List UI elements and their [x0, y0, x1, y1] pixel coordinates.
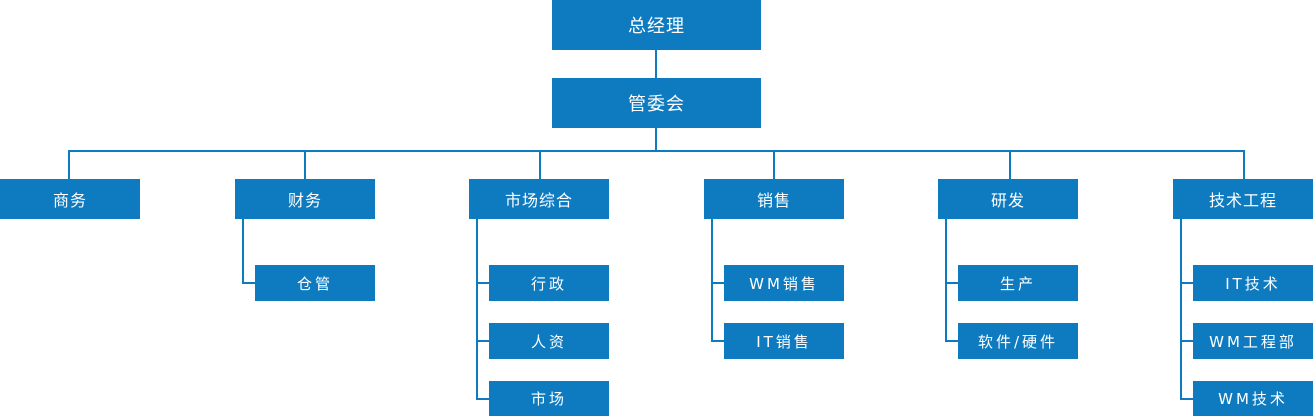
node-dept-finance: 财务 — [235, 179, 375, 219]
node-sub-production: 生产 — [958, 265, 1078, 301]
connector-drop-3 — [539, 150, 541, 180]
node-sub-hr: 人资 — [489, 323, 609, 359]
node-dept-business: 商务 — [0, 179, 140, 219]
connector-drop-6 — [1243, 150, 1245, 180]
connector-ceo-committee — [655, 49, 657, 78]
connector-drop-2 — [304, 150, 306, 180]
node-committee: 管委会 — [552, 78, 761, 128]
connector-drop-4 — [773, 150, 775, 180]
branch-tick-tech-1 — [1180, 282, 1194, 284]
node-dept-tech-engineering: 技术工程 — [1173, 179, 1313, 219]
node-sub-admin: 行政 — [489, 265, 609, 301]
node-ceo: 总经理 — [552, 0, 761, 50]
node-dept-sales: 销售 — [704, 179, 844, 219]
branch-tick-sales-2 — [711, 340, 725, 342]
branch-vertical-sales — [711, 218, 713, 342]
node-sub-wm-engineering: WM工程部 — [1193, 323, 1313, 359]
node-sub-it-sales: IT销售 — [724, 323, 844, 359]
connector-drop-5 — [1009, 150, 1011, 180]
branch-tick-rd-2 — [945, 340, 959, 342]
node-sub-software-hardware: 软件/硬件 — [958, 323, 1078, 359]
branch-vertical-market — [476, 218, 478, 400]
branch-tick-sales-1 — [711, 282, 725, 284]
branch-vertical-finance — [242, 218, 244, 284]
node-sub-wm-sales: WM销售 — [724, 265, 844, 301]
branch-tick-market-2 — [476, 340, 490, 342]
node-sub-wm-tech: WM技术 — [1193, 381, 1313, 416]
node-dept-rd: 研发 — [938, 179, 1078, 219]
branch-vertical-rd — [945, 218, 947, 342]
branch-tick-tech-2 — [1180, 340, 1194, 342]
branch-tick-tech-3 — [1180, 398, 1194, 400]
connector-committee-bus — [655, 127, 657, 151]
branch-tick-rd-1 — [945, 282, 959, 284]
branch-tick-finance-1 — [242, 282, 256, 284]
connector-horizontal-bus — [68, 150, 1245, 152]
branch-tick-market-1 — [476, 282, 490, 284]
branch-vertical-tech — [1180, 218, 1182, 400]
node-sub-warehouse: 仓管 — [255, 265, 375, 301]
node-dept-market-general: 市场综合 — [469, 179, 609, 219]
connector-drop-1 — [68, 150, 70, 180]
node-sub-marketing: 市场 — [489, 381, 609, 416]
node-sub-it-tech: IT技术 — [1193, 265, 1313, 301]
branch-tick-market-3 — [476, 398, 490, 400]
